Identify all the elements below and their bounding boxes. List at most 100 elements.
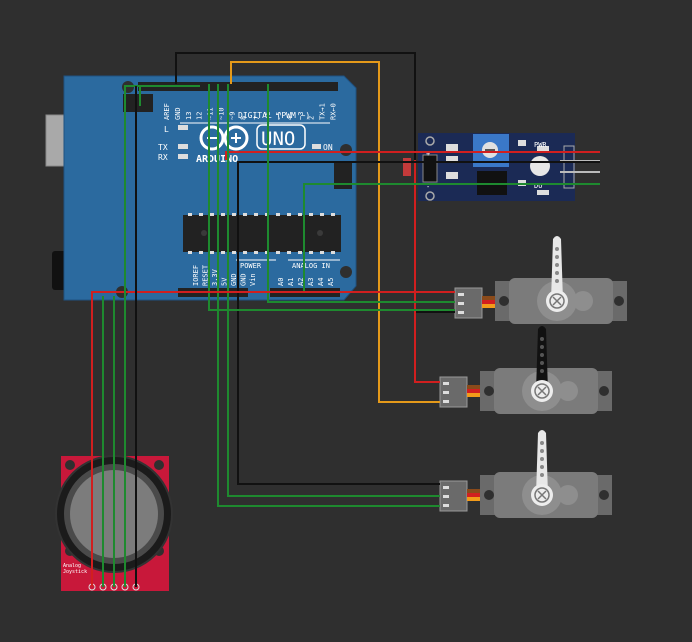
sensor-output-header (563, 145, 575, 189)
digital-pin-label: TX→1 (319, 103, 327, 120)
digital-pin-label: 7 (253, 116, 261, 120)
chip-pin (331, 213, 335, 216)
sensor-hole (425, 136, 435, 146)
led-tx (178, 144, 188, 149)
wire-red (414, 160, 440, 383)
servo-horn-hole (540, 465, 544, 469)
chip-pin (254, 213, 258, 216)
chip-notch (201, 230, 207, 236)
wire-red (225, 151, 600, 160)
chip-pin (221, 213, 225, 216)
servo-horn-hole (540, 369, 544, 373)
sensor-hole (425, 191, 435, 201)
chip-pin (243, 213, 247, 216)
servo-connector-pin (443, 382, 449, 385)
chip-pin (188, 213, 192, 216)
digital-pin-label: ~11 (207, 107, 215, 120)
power-pin-label: 5V (221, 277, 229, 286)
servo-connector-pin (458, 311, 464, 314)
smd-part (537, 146, 549, 151)
servo-tab-hole (499, 296, 509, 306)
digital-pin-label: 8 (239, 116, 247, 120)
mounting-hole (340, 144, 352, 156)
servo-horn-hole (540, 457, 544, 461)
digital-pin-label: 4 (286, 116, 294, 120)
smd-part (518, 140, 526, 146)
sensor-element (530, 156, 550, 176)
analog-pin-label: A4 (317, 278, 325, 286)
digital-pin-label: GND (174, 107, 182, 120)
wire-green (303, 183, 600, 292)
analog-pin-label: A0 (277, 278, 285, 286)
digital-pin-label: ~9 (228, 112, 236, 120)
servo-horn-hole (540, 449, 544, 453)
servo-horn[interactable] (536, 430, 548, 495)
model-badge (256, 124, 306, 150)
digital-pin-label: ~5 (275, 112, 283, 120)
servo-horn[interactable] (536, 326, 548, 391)
wire-orange (230, 61, 440, 403)
servo-tab-hole (484, 490, 494, 500)
chip-notch (317, 230, 323, 236)
chip-pin (298, 213, 302, 216)
sensor-module[interactable]: + - PWR DO (403, 133, 600, 201)
power-pin-label: Vin (249, 273, 257, 286)
servo-group (439, 236, 627, 518)
servo-motor[interactable] (439, 326, 612, 414)
servo-motor[interactable] (454, 236, 627, 324)
wire-red (91, 291, 455, 587)
wire-green (267, 84, 455, 303)
joystick-hole (154, 460, 164, 470)
digital-pin-label: 13 (185, 112, 193, 120)
servo-screw-cross (537, 386, 547, 396)
joystick-label-1: Analog (63, 563, 81, 569)
chip-pin (210, 251, 214, 254)
servo-horn-hole (555, 279, 559, 283)
joystick-hole (65, 460, 75, 470)
servo-horn-hole (555, 247, 559, 251)
smd-part (446, 172, 458, 179)
servo-horn-hole (555, 255, 559, 259)
power-pin-label: RESET (202, 264, 210, 286)
servo-horn-hole (555, 263, 559, 267)
servo-gear-housing (573, 291, 593, 311)
chip-pin (287, 251, 291, 254)
power-pin-label: GND (230, 273, 238, 286)
chip-pin (232, 213, 236, 216)
servo-tab-hole (599, 386, 609, 396)
mounting-hole (340, 266, 352, 278)
servo-motor[interactable] (439, 430, 612, 518)
led-on (312, 144, 321, 149)
chip-pin (287, 213, 291, 216)
sensor-label-do: DO (534, 182, 542, 190)
chip-pin (320, 213, 324, 216)
infinity-logo-icon (199, 125, 249, 151)
digital-header (138, 82, 338, 91)
chip-pin (309, 251, 313, 254)
wire-black (237, 161, 600, 485)
chip-pin (320, 251, 324, 254)
servo-horn[interactable] (551, 236, 563, 301)
servo-screw-cross (552, 296, 562, 306)
smd-part (446, 156, 458, 163)
analog-pin-label: A2 (297, 278, 305, 286)
chip-pin (232, 251, 236, 254)
led-on-label: ON (323, 143, 333, 152)
servo-tab-hole (599, 490, 609, 500)
icsp-header (123, 94, 153, 112)
led-tx-label: TX (158, 143, 168, 152)
led-l-label: L (164, 125, 169, 134)
servo-connector-pin (443, 400, 449, 403)
power-pin-label: GND (240, 273, 248, 286)
chip-pin (254, 251, 258, 254)
servo-screw (534, 383, 550, 399)
chip-pin (199, 251, 203, 254)
sensor-label-pwr: PWR (534, 141, 547, 149)
analog-pin-label: A5 (327, 278, 335, 286)
wires (91, 52, 600, 587)
chip-pin (243, 251, 247, 254)
sensor-pin-plus: + (426, 150, 430, 158)
